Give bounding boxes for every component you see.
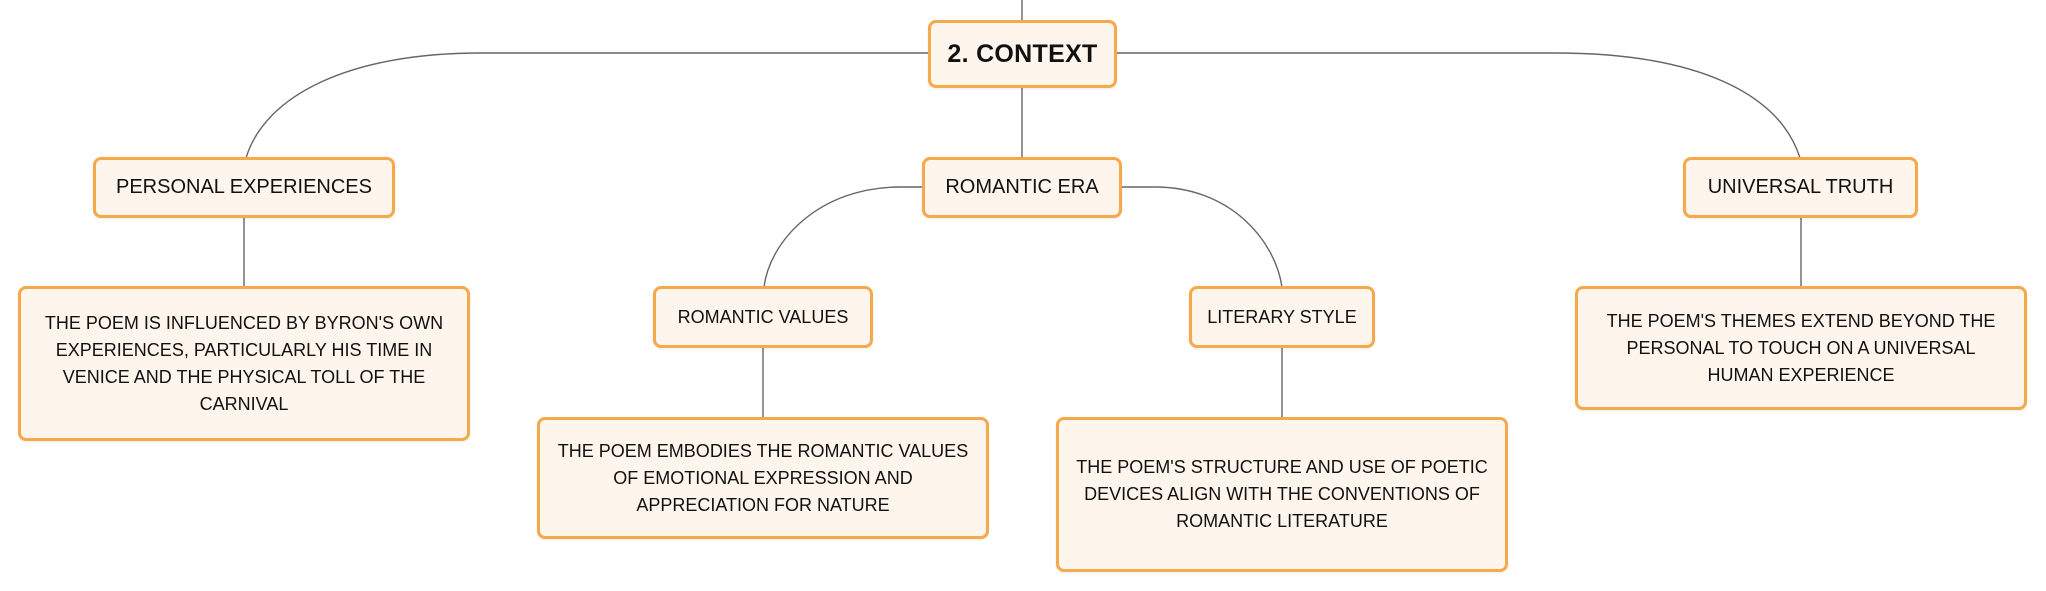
node-romantic-values-description[interactable]: THE POEM EMBODIES THE ROMANTIC VALUES OF… <box>537 417 989 539</box>
node-universal-description[interactable]: THE POEM'S THEMES EXTEND BEYOND THE PERS… <box>1575 286 2027 410</box>
connector-romantic-to-style <box>1121 186 1283 288</box>
node-personal-experiences[interactable]: PERSONAL EXPERIENCES <box>93 157 395 218</box>
node-romantic-era[interactable]: ROMANTIC ERA <box>922 157 1122 218</box>
node-literary-style-description[interactable]: THE POEM'S STRUCTURE AND USE OF POETIC D… <box>1056 417 1508 572</box>
connector-root-to-personal <box>245 52 930 159</box>
node-universal-truth[interactable]: UNIVERSAL TRUTH <box>1683 157 1918 218</box>
node-literary-style[interactable]: LITERARY STYLE <box>1189 286 1375 348</box>
connector-root-to-universal <box>1115 52 1801 159</box>
root-node[interactable]: 2. CONTEXT <box>928 20 1117 88</box>
node-romantic-values[interactable]: ROMANTIC VALUES <box>653 286 873 348</box>
node-personal-description[interactable]: THE POEM IS INFLUENCED BY BYRON'S OWN EX… <box>18 286 470 441</box>
connector-romantic-to-values <box>763 186 924 288</box>
